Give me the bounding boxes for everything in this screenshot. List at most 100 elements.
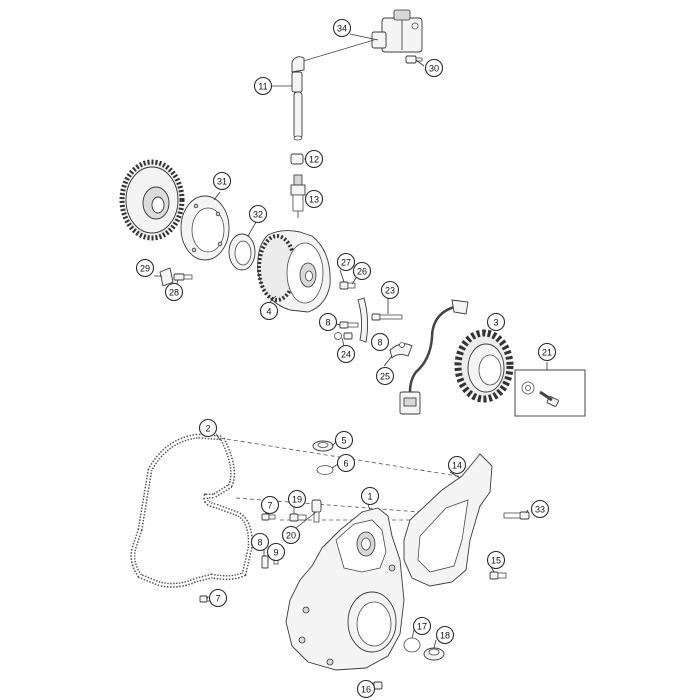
callout-number: 27 [341, 258, 351, 268]
callout-number: 11 [258, 82, 267, 92]
callout-circle [380, 280, 400, 300]
freewheel-plate [180, 195, 230, 261]
callout-18: 18 [435, 625, 455, 645]
callout-circle [304, 149, 324, 169]
callout-number: 24 [341, 350, 351, 360]
bolt-8a [339, 321, 359, 329]
callout-number: 18 [440, 631, 450, 641]
ignition-cover [285, 507, 405, 671]
callout-circle [537, 342, 557, 362]
o-ring-6 [316, 465, 334, 475]
ignition-cable [299, 39, 375, 63]
callout-17: 17 [412, 616, 432, 636]
callout-number: 32 [253, 210, 263, 220]
bolt-23 [371, 313, 403, 321]
callout-circle [304, 189, 324, 209]
stator-connector [399, 391, 421, 415]
callout-23: 23 [380, 280, 400, 300]
ignition-coil [371, 9, 423, 53]
callout-circle [375, 366, 395, 386]
callout-31: 31 [212, 171, 232, 191]
callout-number: 21 [542, 348, 552, 358]
callout-circle [435, 625, 455, 645]
bolt-33 [503, 511, 530, 520]
callout-number: 20 [286, 531, 296, 541]
callout-number: 14 [452, 461, 462, 471]
callout-number: 13 [309, 195, 319, 205]
callout-8a: 8 [318, 312, 338, 332]
callout-27: 27 [336, 252, 356, 272]
callout-circle [332, 18, 352, 38]
callout-circle [336, 453, 356, 473]
starter-gear [119, 159, 185, 241]
callout-33: 33 [530, 499, 550, 519]
callout-circle [424, 58, 444, 78]
callout-25: 25 [375, 366, 395, 386]
callout-number: 7 [215, 594, 220, 604]
plug-18 [423, 647, 445, 661]
callout-circle [208, 588, 228, 608]
callout-number: 33 [535, 505, 545, 515]
callout-circle [370, 332, 390, 352]
callout-1: 1 [360, 486, 380, 506]
callout-number: 8 [257, 538, 262, 548]
spark-plug [290, 174, 306, 218]
callout-circle [164, 282, 184, 302]
pulse-cover [357, 297, 369, 343]
callout-7b: 7 [208, 588, 228, 608]
callout-30: 30 [424, 58, 444, 78]
callout-circle [530, 499, 550, 519]
callout-7a: 7 [260, 495, 280, 515]
callout-29: 29 [135, 258, 155, 278]
washer-24 [334, 332, 353, 340]
callout-number: 25 [380, 372, 390, 382]
stator-cable [408, 299, 469, 393]
callout-circle [135, 258, 155, 278]
clip-29 [159, 267, 174, 287]
callout-number: 17 [417, 622, 427, 632]
callout-circle [336, 252, 356, 272]
kit-box-21 [514, 362, 586, 417]
callout-circle [486, 550, 506, 570]
spark-plug-cap [291, 56, 305, 141]
callout-circle [356, 679, 376, 699]
callout-circle [287, 489, 307, 509]
callout-circle [266, 542, 286, 562]
callout-circle [198, 418, 218, 438]
callout-13: 13 [304, 189, 324, 209]
stator [454, 329, 514, 403]
gasket [130, 433, 253, 588]
callout-number: 2 [205, 424, 210, 434]
callout-14: 14 [447, 455, 467, 475]
callout-number: 29 [140, 264, 150, 274]
bolt-15 [489, 571, 507, 580]
callout-circle [336, 344, 356, 364]
callout-number: 16 [361, 685, 371, 695]
callout-8c: 8 [250, 532, 270, 552]
callout-number: 5 [341, 436, 346, 446]
bearing-ring [228, 233, 256, 271]
callout-number: 6 [343, 459, 348, 469]
o-ring-17 [403, 637, 421, 653]
callout-number: 1 [367, 492, 372, 502]
callout-number: 3 [493, 318, 498, 328]
callout-4: 4 [259, 301, 279, 321]
bolt-20 [311, 499, 322, 523]
bolt-7a [261, 513, 276, 521]
callout-number: 28 [169, 288, 179, 298]
callout-circle [253, 76, 273, 96]
callout-9: 9 [266, 542, 286, 562]
cover-bracket [403, 453, 493, 587]
callout-15: 15 [486, 550, 506, 570]
callout-circle [412, 616, 432, 636]
callout-circle [318, 312, 338, 332]
callout-number: 9 [273, 548, 278, 558]
callout-circle [352, 261, 372, 281]
callout-number: 19 [292, 495, 302, 505]
callout-6: 6 [336, 453, 356, 473]
callout-circle [447, 455, 467, 475]
callout-12: 12 [304, 149, 324, 169]
callout-circle [281, 525, 301, 545]
